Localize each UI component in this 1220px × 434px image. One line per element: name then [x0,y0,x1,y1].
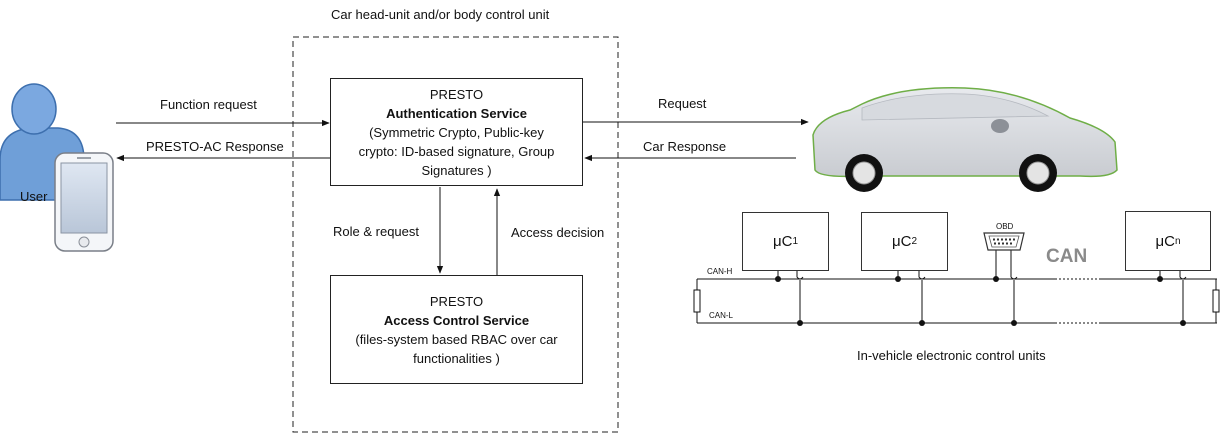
function-request-label: Function request [160,97,257,112]
can-h-label: CAN-H [707,267,733,276]
head-unit-boundary [292,36,619,433]
user-label: User [20,189,48,204]
auth-line1: PRESTO [429,86,484,102]
authentication-service-box: PRESTO Authentication Service (Symmetric… [330,78,583,186]
in-vehicle-caption: In-vehicle electronic control units [857,348,1046,363]
request-label: Request [658,96,707,111]
auth-line5: Signatures ) [421,162,492,178]
obd-label: OBD [996,222,1014,231]
ecu-1-label: μC [772,233,793,250]
can-l-label: CAN-L [709,311,734,320]
phone-icon [54,152,114,252]
auth-line3: (Symmetric Crypto, Public-key [369,124,544,140]
can-label: CAN [1046,246,1088,267]
obd-connector-icon [983,232,1025,251]
user-icon [0,83,85,201]
head-unit-label: Car head-unit and/or body control unit [331,7,550,22]
auth-line4: crypto: ID-based signature, Group [358,143,555,159]
ecu-2-label: μC [891,233,912,250]
ecu-1-sub: 1 [792,236,799,247]
ecu-n-label: μC [1155,232,1175,250]
access-line3: (files-system based RBAC over car [355,331,558,347]
car-icon [812,87,1118,192]
access-line1: PRESTO [429,293,484,309]
ac-response-label: PRESTO-AC Response [146,139,284,154]
auth-title: Authentication Service [386,105,527,121]
ecu-2-sub: 2 [911,236,918,247]
role-request-label: Role & request [333,224,419,239]
access-control-service-box: PRESTO Access Control Service (files-sys… [330,275,583,384]
ecu-n-sub: n [1174,235,1181,247]
access-line4: functionalities ) [413,350,500,366]
car-response-label: Car Response [643,139,727,154]
access-title: Access Control Service [383,312,530,328]
access-decision-label: Access decision [511,225,605,240]
